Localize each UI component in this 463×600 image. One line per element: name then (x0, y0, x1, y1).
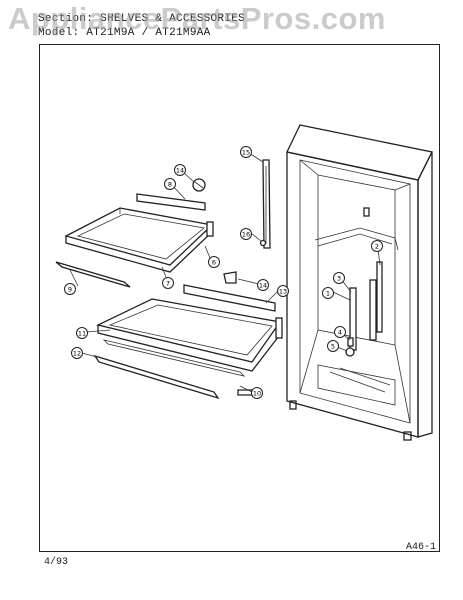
callout-1: 1 (322, 287, 334, 299)
watermark: AppliancePartsPros.com (8, 1, 386, 36)
callout-label: 16 (242, 230, 250, 238)
callout-leaders (69, 152, 381, 393)
callout-label: 1 (326, 289, 330, 297)
refrigerator-cabinet (286, 124, 433, 441)
callout-11: 11 (76, 327, 88, 339)
callout-3: 3 (333, 272, 345, 284)
page-code: A46-1 (406, 542, 437, 553)
callout-label: 14 (259, 281, 267, 289)
revision-date: 4/93 (44, 557, 69, 568)
diagram-frame (39, 44, 440, 552)
callout-label: 15 (242, 148, 250, 156)
callout-label: 10 (253, 389, 261, 397)
callout-label: 14 (176, 166, 184, 174)
vertical-rail (259, 159, 271, 249)
callout-label: 4 (338, 328, 342, 336)
callout-4: 4 (334, 326, 346, 338)
small-parts (192, 178, 355, 357)
callout-10: 10 (251, 387, 263, 399)
callout-label: 11 (78, 329, 86, 337)
callout-label: 2 (375, 242, 379, 250)
callout-label: 9 (68, 285, 72, 293)
model-label: Model: AT21M9A / AT21M9AA (38, 27, 211, 39)
callout-7: 7 (162, 277, 174, 289)
callout-2: 2 (371, 240, 383, 252)
callout-16: 16 (240, 228, 252, 240)
callout-label: 12 (73, 349, 81, 357)
callout-12: 12 (71, 347, 83, 359)
lower-shelf (93, 284, 283, 400)
callout-15: 15 (240, 146, 252, 158)
callout-label: 3 (337, 274, 341, 282)
callout-14: 14 (174, 164, 186, 176)
callout-13: 13 (277, 285, 289, 297)
upper-shelf (55, 193, 214, 288)
callout-label: 7 (166, 279, 170, 287)
callout-9: 9 (64, 283, 76, 295)
callout-6: 6 (208, 256, 220, 268)
callout-label: 6 (212, 258, 216, 266)
callout-label: 8 (168, 180, 172, 188)
callout-bubbles: 14 8 9 7 6 15 16 14 13 11 12 10 2 3 1 4 … (64, 146, 383, 399)
callout-label: 13 (279, 287, 287, 295)
section-label: Section: SHELVES & ACCESSORIES (38, 13, 246, 25)
callout-5: 5 (327, 340, 339, 352)
callout-14: 14 (257, 279, 269, 291)
callout-8: 8 (164, 178, 176, 190)
callout-label: 5 (331, 342, 335, 350)
